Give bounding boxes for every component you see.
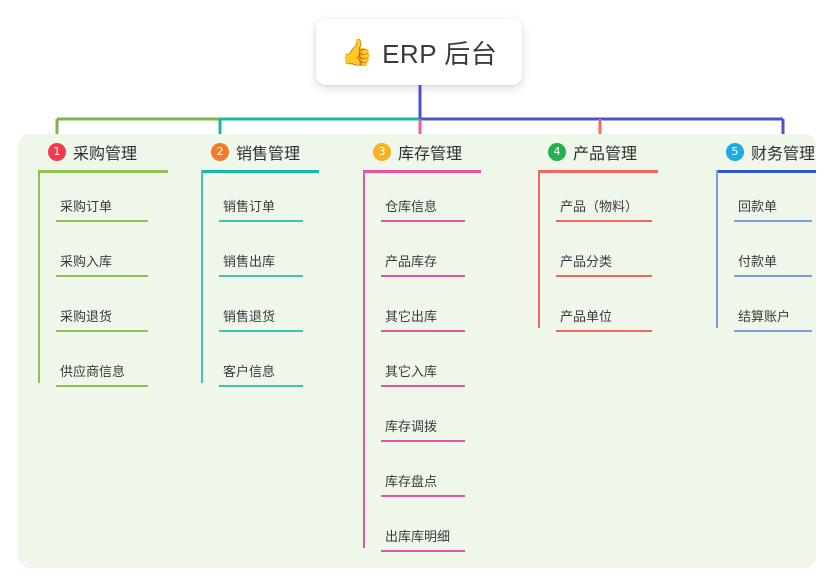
leaf-item-rule (56, 330, 148, 332)
leaf-item-label: 库存调拨 (385, 419, 438, 434)
column-spine (716, 170, 718, 328)
leaf-item-rule (734, 220, 812, 222)
leaf-item-rule (219, 275, 303, 277)
column-badge-icon: 1 (48, 143, 66, 161)
leaf-item-rule (56, 275, 148, 277)
leaf-item[interactable]: 仓库信息 (381, 196, 465, 222)
leaf-item-label: 采购退货 (60, 309, 113, 324)
leaf-item[interactable]: 库存调拨 (381, 416, 465, 442)
leaf-item-label: 出库库明细 (385, 529, 451, 544)
column-5: 5 财务管理回款单付款单结算账户 (708, 134, 839, 332)
leaf-item-label: 其它出库 (385, 309, 438, 324)
column-spine (38, 170, 40, 383)
leaf-item-rule (381, 275, 465, 277)
column-3: 3 库存管理仓库信息产品库存其它出库其它入库库存调拨库存盘点出库库明细 (355, 134, 520, 552)
leaf-item-rule (556, 275, 652, 277)
leaf-item-rule (219, 385, 303, 387)
column-title: 销售管理 (236, 146, 301, 163)
leaf-item-label: 采购订单 (60, 199, 113, 214)
leaf-item[interactable]: 结算账户 (734, 306, 812, 332)
column-header-rule (363, 170, 481, 173)
leaf-item-label: 客户信息 (223, 364, 276, 379)
leaf-item-rule (219, 330, 303, 332)
leaf-item-label: 仓库信息 (385, 199, 438, 214)
column-title: 采购管理 (73, 146, 138, 163)
column-badge-icon: 2 (211, 143, 229, 161)
leaf-item[interactable]: 库存盘点 (381, 471, 465, 497)
column-header-2[interactable]: 2 销售管理 (193, 134, 358, 170)
leaf-item-rule (381, 440, 465, 442)
leaf-item[interactable]: 出库库明细 (381, 526, 465, 552)
leaf-item-rule (381, 495, 465, 497)
leaf-item-label: 付款单 (738, 254, 778, 269)
leaf-item-rule (381, 550, 465, 552)
leaf-item-rule (56, 220, 148, 222)
leaf-item[interactable]: 付款单 (734, 251, 812, 277)
leaf-item-label: 其它入库 (385, 364, 438, 379)
column-spine (538, 170, 540, 328)
leaf-item[interactable]: 产品单位 (556, 306, 652, 332)
column-4: 4 产品管理产品（物料） 产品分类产品单位 (530, 134, 695, 332)
column-title: 财务管理 (751, 146, 816, 163)
column-1: 1 采购管理采购订单采购入库采购退货供应商信息 (30, 134, 195, 387)
leaf-item[interactable]: 采购退货 (56, 306, 148, 332)
leaf-item[interactable]: 回款单 (734, 196, 812, 222)
leaf-item-label: 销售退货 (223, 309, 276, 324)
column-header-5[interactable]: 5 财务管理 (708, 134, 839, 170)
leaf-item-label: 产品（物料） (560, 199, 639, 214)
column-header-rule (538, 170, 658, 173)
leaf-item-label: 供应商信息 (60, 364, 126, 379)
root-node[interactable]: 👍 ERP 后台 (316, 19, 522, 85)
column-header-rule (201, 170, 319, 173)
leaf-item[interactable]: 产品（物料） (556, 196, 652, 222)
leaf-item[interactable]: 销售订单 (219, 196, 303, 222)
column-badge-icon: 4 (548, 143, 566, 161)
leaf-item[interactable]: 采购入库 (56, 251, 148, 277)
leaf-item-rule (56, 385, 148, 387)
column-header-1[interactable]: 1 采购管理 (30, 134, 195, 170)
column-header-4[interactable]: 4 产品管理 (530, 134, 695, 170)
leaf-item-rule (734, 275, 812, 277)
leaf-item[interactable]: 销售退货 (219, 306, 303, 332)
leaf-item-label: 结算账户 (738, 309, 791, 324)
leaf-item-label: 库存盘点 (385, 474, 438, 489)
thumbs-up-icon: 👍 (340, 37, 374, 67)
leaf-item[interactable]: 客户信息 (219, 361, 303, 387)
column-badge-icon: 5 (726, 143, 744, 161)
leaf-item-rule (219, 220, 303, 222)
leaf-item[interactable]: 采购订单 (56, 196, 148, 222)
leaf-item-rule (734, 330, 812, 332)
leaf-item-label: 销售出库 (223, 254, 276, 269)
leaf-item[interactable]: 其它入库 (381, 361, 465, 387)
leaf-item-rule (381, 330, 465, 332)
leaf-item[interactable]: 供应商信息 (56, 361, 148, 387)
column-header-3[interactable]: 3 库存管理 (355, 134, 520, 170)
leaf-item-label: 回款单 (738, 199, 778, 214)
leaf-item-label: 产品库存 (385, 254, 438, 269)
leaf-item[interactable]: 产品分类 (556, 251, 652, 277)
column-title: 库存管理 (398, 146, 463, 163)
column-spine (201, 170, 203, 383)
leaf-item-rule (556, 220, 652, 222)
leaf-item-rule (556, 330, 652, 332)
leaf-item-label: 产品分类 (560, 254, 613, 269)
leaf-item-label: 采购入库 (60, 254, 113, 269)
leaf-item[interactable]: 产品库存 (381, 251, 465, 277)
column-badge-icon: 3 (373, 143, 391, 161)
leaf-item-rule (381, 220, 465, 222)
leaf-item-rule (381, 385, 465, 387)
column-2: 2 销售管理销售订单销售出库销售退货客户信息 (193, 134, 358, 387)
leaf-item-label: 销售订单 (223, 199, 276, 214)
column-title: 产品管理 (573, 146, 638, 163)
column-spine (363, 170, 365, 548)
column-header-rule (716, 170, 816, 173)
leaf-item[interactable]: 销售出库 (219, 251, 303, 277)
leaf-item-label: 产品单位 (560, 309, 613, 324)
leaf-item[interactable]: 其它出库 (381, 306, 465, 332)
diagram-panel: 1 采购管理采购订单采购入库采购退货供应商信息 2 销售管理销售订单销售出库销售退货客… (18, 134, 816, 568)
root-node-title: ERP 后台 (382, 38, 498, 69)
column-header-rule (38, 170, 168, 173)
